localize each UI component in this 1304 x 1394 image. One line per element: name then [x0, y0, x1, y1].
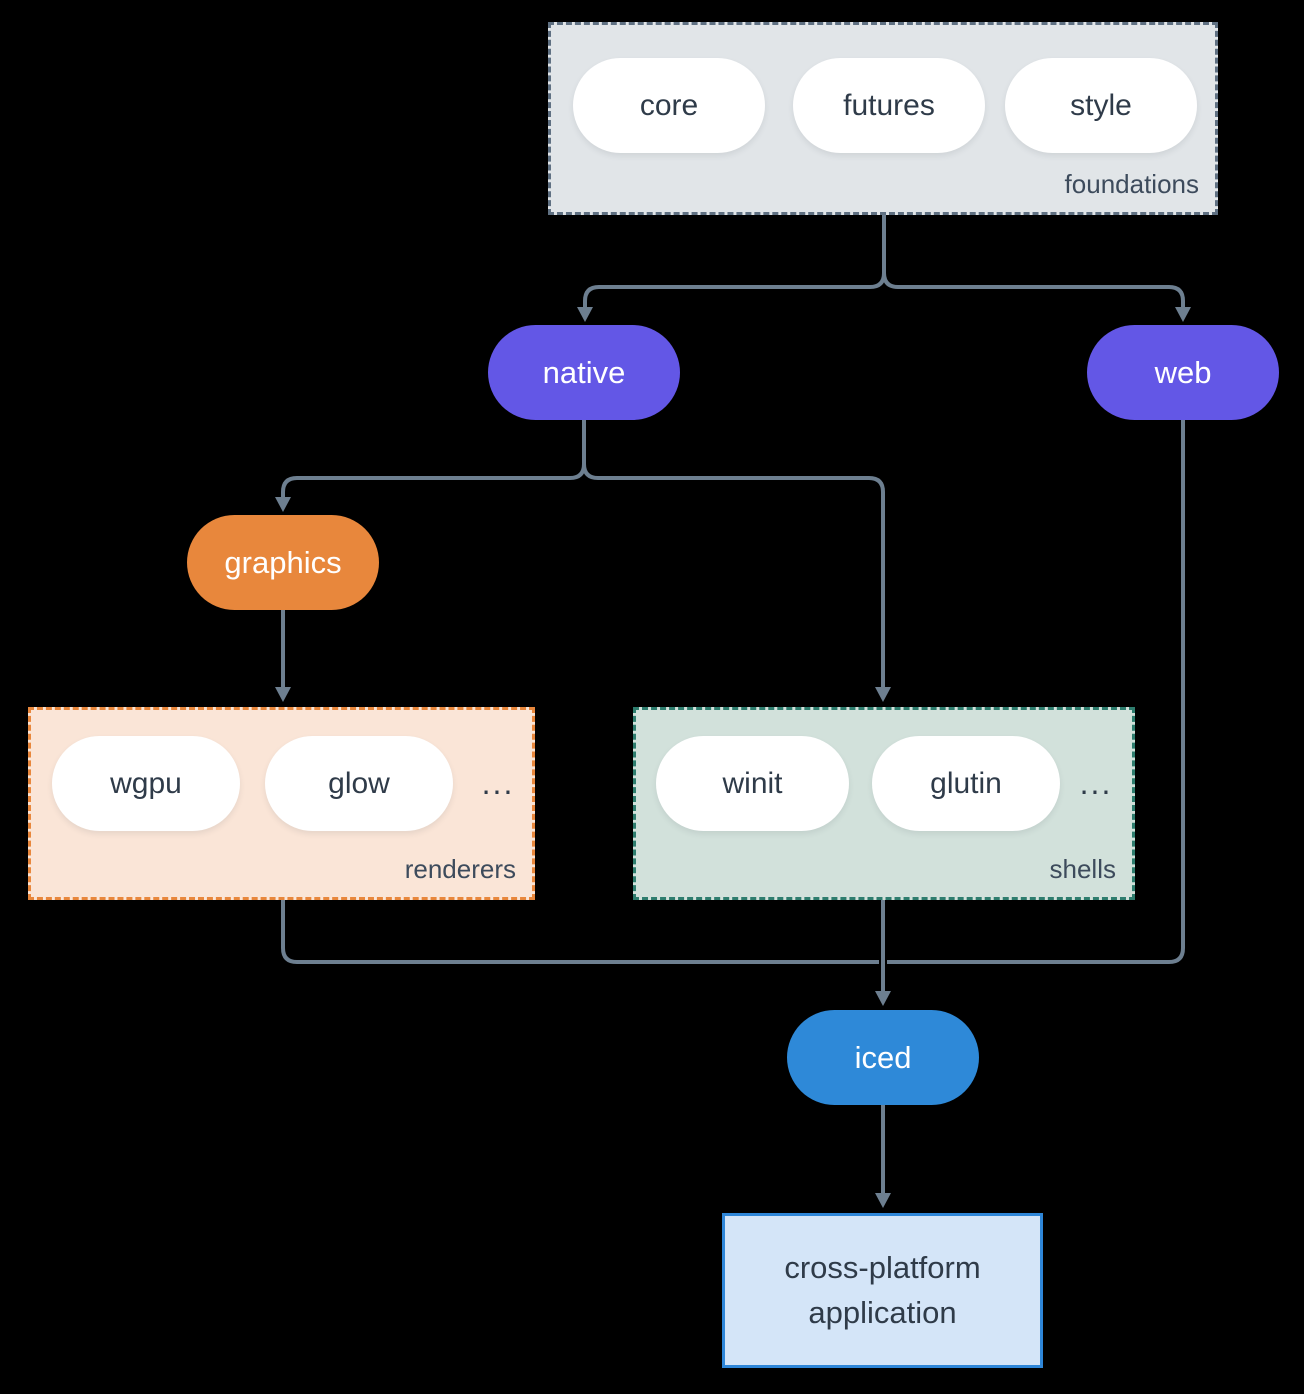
- edge-renderers-iced: [281, 900, 879, 964]
- group-shells: winit glutin ... shells: [633, 707, 1135, 900]
- arrowhead-graphics: [275, 497, 291, 512]
- pill-core: core: [573, 58, 765, 153]
- node-native: native: [488, 325, 680, 420]
- pill-winit: winit: [656, 736, 849, 831]
- group-label-renderers: renderers: [404, 854, 516, 884]
- edge-native-graphics: [281, 420, 586, 497]
- node-web: web: [1087, 325, 1279, 420]
- node-graphics: graphics: [187, 515, 379, 610]
- arrowhead-iced: [875, 991, 891, 1006]
- arrowhead-native: [577, 307, 593, 322]
- node-iced: iced: [787, 1010, 979, 1105]
- application-label-line2: application: [808, 1294, 957, 1330]
- pill-futures: futures: [793, 58, 985, 153]
- edge-foundations-native: [583, 215, 886, 307]
- pill-glutin: glutin: [872, 736, 1060, 831]
- edge-native-shells: [582, 463, 885, 687]
- shells-ellipsis: ...: [1079, 765, 1113, 801]
- arrowhead-web: [1175, 307, 1191, 322]
- pill-glow: glow: [265, 736, 453, 831]
- group-renderers: wgpu glow ... renderers: [28, 707, 535, 900]
- edge-foundations-web: [882, 272, 1185, 307]
- renderers-ellipsis: ...: [481, 765, 515, 801]
- arrowhead-renderers: [275, 687, 291, 702]
- application-box: cross-platform application: [722, 1213, 1043, 1368]
- group-label-shells: shells: [1049, 854, 1116, 884]
- arrowhead-application: [875, 1193, 891, 1208]
- application-label-line1: cross-platform: [784, 1249, 981, 1285]
- group-label-foundations: foundations: [1064, 169, 1199, 199]
- group-foundations: core futures style foundations: [548, 22, 1218, 215]
- pill-wgpu: wgpu: [52, 736, 240, 831]
- arrowhead-shells: [875, 687, 891, 702]
- pill-style: style: [1005, 58, 1197, 153]
